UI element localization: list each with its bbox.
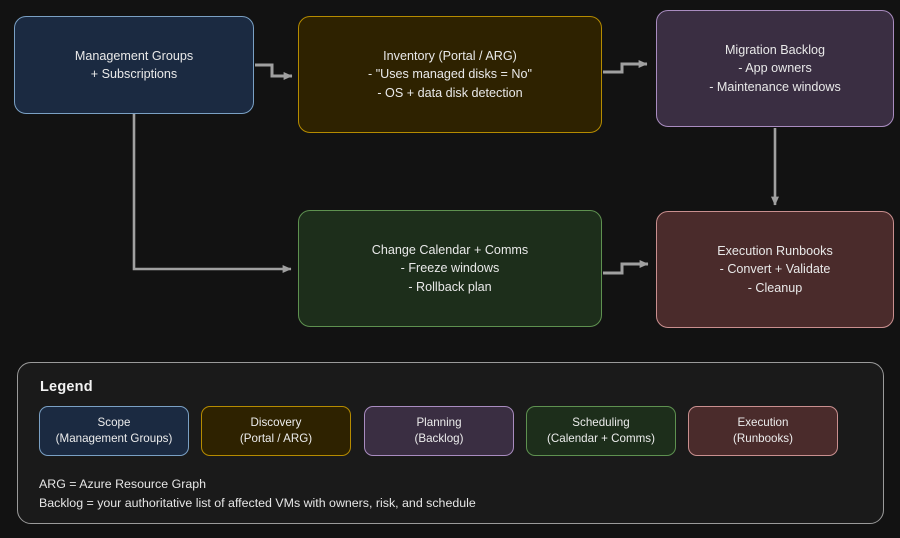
legend-note-arg: ARG = Azure Resource Graph xyxy=(39,477,207,491)
node-label: Management Groups + Subscriptions xyxy=(74,48,194,81)
node-label: Change Calendar + Comms - Freeze windows… xyxy=(371,243,529,294)
legend-swatch-label: Scheduling (Calendar + Comms) xyxy=(547,415,655,445)
node-label: Migration Backlog - App owners - Mainten… xyxy=(709,43,841,94)
legend-swatch-list: Scope (Management Groups) Discovery (Por… xyxy=(39,406,863,456)
legend-swatch-scope[interactable]: Scope (Management Groups) xyxy=(39,406,189,456)
node-inventory-portal-arg[interactable]: Inventory (Portal / ARG) - "Uses managed… xyxy=(298,16,602,133)
legend-swatch-label: Discovery (Portal / ARG) xyxy=(239,415,313,445)
legend-swatch-planning[interactable]: Planning (Backlog) xyxy=(364,406,514,456)
legend-swatch-label: Execution (Runbooks) xyxy=(733,415,793,445)
node-label: Inventory (Portal / ARG) - "Uses managed… xyxy=(368,49,532,100)
node-execution-runbooks[interactable]: Execution Runbooks - Convert + Validate … xyxy=(656,211,894,328)
edge-discovery-to-planning xyxy=(603,60,648,74)
legend-swatch-discovery[interactable]: Discovery (Portal / ARG) xyxy=(201,406,351,456)
edge-scope-to-scheduling xyxy=(132,113,292,273)
legend-title: Legend xyxy=(40,379,93,395)
edge-scheduling-to-execution xyxy=(603,260,649,275)
node-change-calendar-comms[interactable]: Change Calendar + Comms - Freeze windows… xyxy=(298,210,602,327)
legend-swatch-label: Scope (Management Groups) xyxy=(55,415,173,445)
legend-notes: ARG = Azure Resource Graph Backlog = you… xyxy=(39,475,476,513)
legend-panel: Legend Scope (Management Groups) Discove… xyxy=(17,362,884,524)
node-management-groups-subscriptions[interactable]: Management Groups + Subscriptions xyxy=(14,16,254,114)
node-label: Execution Runbooks - Convert + Validate … xyxy=(717,244,833,295)
edge-scope-to-discovery xyxy=(255,63,293,80)
legend-note-backlog: Backlog = your authoritative list of aff… xyxy=(39,496,476,511)
legend-swatch-execution[interactable]: Execution (Runbooks) xyxy=(688,406,838,456)
legend-swatch-label: Planning (Backlog) xyxy=(414,415,464,445)
legend-swatch-scheduling[interactable]: Scheduling (Calendar + Comms) xyxy=(526,406,676,456)
node-migration-backlog[interactable]: Migration Backlog - App owners - Mainten… xyxy=(656,10,894,127)
